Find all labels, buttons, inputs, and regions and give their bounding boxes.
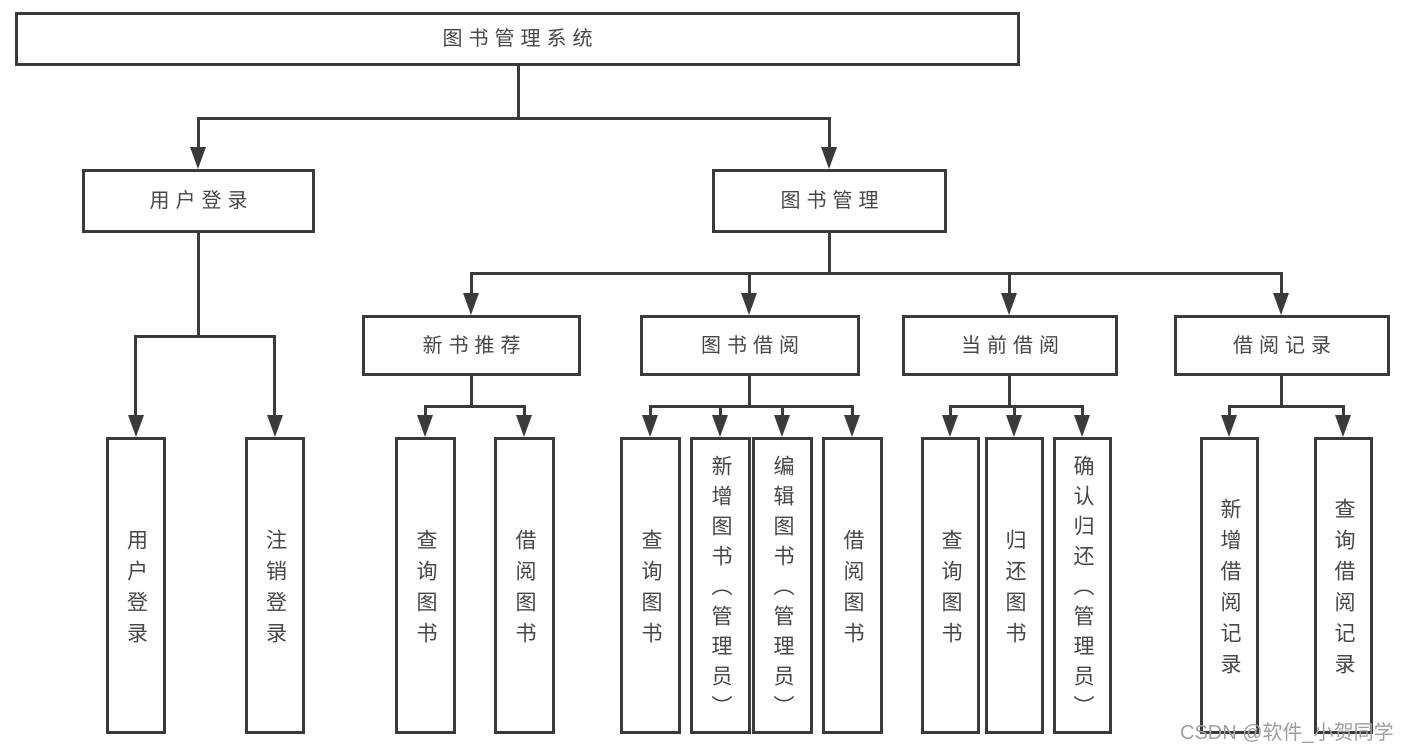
connector-line [197, 117, 831, 120]
leaf-borrow-query-label: 查询图书 [639, 528, 662, 653]
leaf-records-query: 查询借阅记录 [1314, 437, 1373, 734]
node-new-book-recommend-label: 新书推荐 [422, 334, 527, 357]
connector-line [1008, 376, 1011, 405]
leaf-user-login: 用户登录 [106, 437, 166, 734]
node-root-label: 图书管理系统 [442, 28, 599, 50]
connector-line [949, 405, 952, 416]
node-book-management-label: 图书管理 [780, 190, 885, 212]
connector-line [1013, 405, 1016, 416]
arrow-down-icon [516, 415, 532, 437]
node-book-borrow-label: 图书借阅 [701, 334, 805, 357]
arrow-down-icon [463, 293, 479, 315]
arrow-down-icon [1273, 293, 1289, 315]
connector-line [851, 405, 854, 416]
arrow-down-icon [1006, 415, 1022, 437]
connector-line [470, 272, 473, 295]
node-user-login: 用户登录 [82, 169, 315, 233]
arrow-down-icon [1335, 415, 1351, 437]
leaf-current-confirm-return-label: 确认归还（管理员） [1071, 455, 1094, 725]
leaf-current-return-label: 归还图书 [1003, 528, 1026, 653]
node-book-management: 图书管理 [712, 169, 947, 233]
leaf-records-add-label: 新增借阅记录 [1218, 497, 1241, 684]
leaf-newbook-query-label: 查询图书 [414, 528, 437, 653]
connector-line [649, 405, 854, 408]
connector-line [470, 376, 473, 405]
node-current-borrow-label: 当前借阅 [961, 334, 1065, 357]
connector-line [197, 117, 200, 149]
connector-line [523, 405, 526, 416]
leaf-current-query: 查询图书 [921, 437, 980, 734]
leaf-borrow-edit-book: 编辑图书（管理员） [752, 437, 813, 734]
connector-line [470, 272, 1283, 275]
connector-line [517, 66, 520, 117]
connector-line [719, 405, 722, 416]
leaf-user-login-label: 用户登录 [124, 528, 148, 653]
node-new-book-recommend: 新书推荐 [362, 315, 581, 376]
arrow-down-icon [190, 147, 206, 169]
arrow-down-icon [821, 147, 837, 169]
arrow-down-icon [942, 415, 958, 437]
connector-line [197, 233, 200, 335]
arrow-down-icon [844, 415, 860, 437]
node-user-login-label: 用户登录 [149, 190, 254, 212]
connector-line [748, 272, 751, 295]
arrow-down-icon [1074, 415, 1090, 437]
connector-line [748, 376, 751, 405]
connector-line [1008, 272, 1011, 295]
node-root: 图书管理系统 [15, 12, 1020, 66]
connector-line [134, 335, 276, 338]
csdn-watermark: CSDN @软件_小贺同学 [1180, 722, 1394, 744]
leaf-current-confirm-return: 确认归还（管理员） [1053, 437, 1112, 734]
leaf-newbook-borrow-label: 借阅图书 [513, 528, 536, 653]
leaf-logout: 注销登录 [245, 437, 305, 734]
arrow-down-icon [1221, 415, 1237, 437]
leaf-borrow-add-book: 新增图书（管理员） [690, 437, 751, 734]
arrow-down-icon [712, 415, 728, 437]
connector-line [781, 405, 784, 416]
connector-line [424, 405, 526, 408]
arrow-down-icon [417, 415, 433, 437]
leaf-logout-label: 注销登录 [263, 528, 287, 653]
node-book-borrow: 图书借阅 [640, 315, 860, 376]
connector-line [134, 335, 137, 416]
node-current-borrow: 当前借阅 [902, 315, 1118, 376]
arrow-down-icon [741, 293, 757, 315]
connector-line [1228, 405, 1231, 416]
connector-line [649, 405, 652, 416]
arrow-down-icon [774, 415, 790, 437]
arrow-down-icon [267, 415, 283, 437]
leaf-records-query-label: 查询借阅记录 [1332, 497, 1355, 684]
connector-line [828, 117, 831, 149]
node-borrow-records: 借阅记录 [1174, 315, 1390, 376]
connector-line [1342, 405, 1345, 416]
connector-line [273, 335, 276, 416]
leaf-records-add: 新增借阅记录 [1200, 437, 1259, 734]
arrow-down-icon [642, 415, 658, 437]
arrow-down-icon [1001, 293, 1017, 315]
leaf-current-query-label: 查询图书 [939, 528, 962, 653]
leaf-borrow-add-book-label: 新增图书（管理员） [709, 455, 732, 725]
leaf-borrow-query: 查询图书 [620, 437, 681, 734]
node-borrow-records-label: 借阅记录 [1233, 334, 1337, 357]
connector-line [1280, 376, 1283, 405]
leaf-newbook-borrow: 借阅图书 [494, 437, 555, 734]
leaf-borrow-book-label: 借阅图书 [841, 528, 864, 653]
connector-line [1081, 405, 1084, 416]
connector-line [1280, 272, 1283, 295]
arrow-down-icon [128, 415, 144, 437]
leaf-current-return: 归还图书 [985, 437, 1044, 734]
connector-line [949, 405, 1084, 408]
leaf-borrow-book: 借阅图书 [822, 437, 883, 734]
connector-line [828, 233, 831, 272]
connector-line [424, 405, 427, 416]
leaf-borrow-edit-book-label: 编辑图书（管理员） [771, 455, 794, 725]
leaf-newbook-query: 查询图书 [395, 437, 456, 734]
connector-line [1228, 405, 1345, 408]
